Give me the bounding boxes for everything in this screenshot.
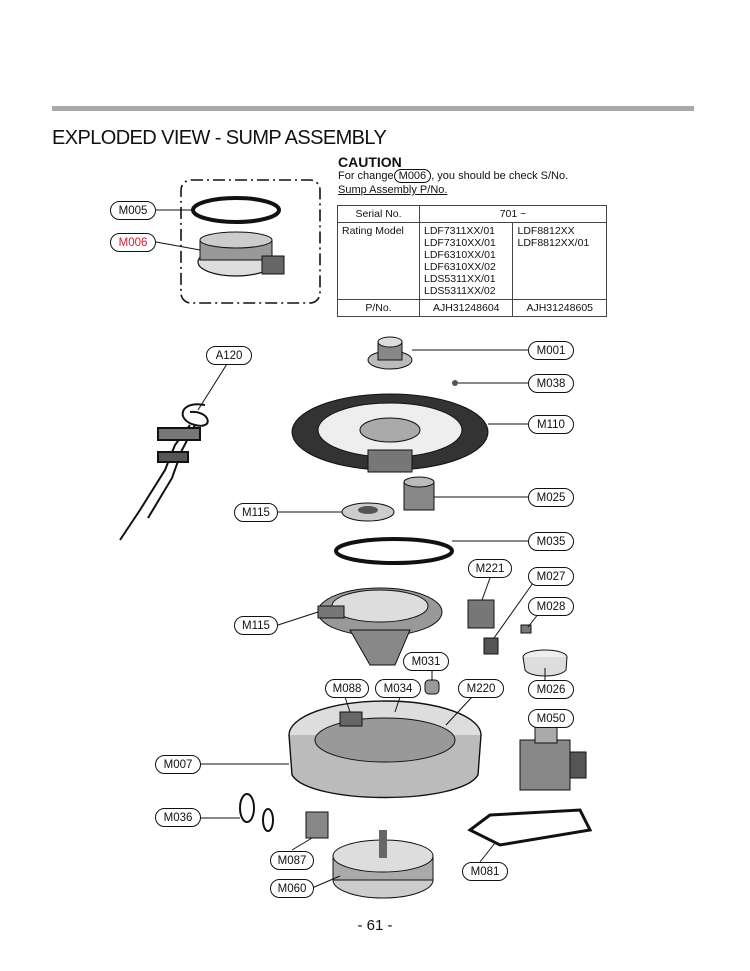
- callout-m087: M087: [270, 851, 314, 870]
- pno-a: AJH31248604: [418, 299, 514, 317]
- part-m081: [467, 808, 593, 847]
- part-m026: [522, 649, 568, 677]
- part-m050: [519, 724, 587, 791]
- part-m115-housing: [317, 587, 443, 666]
- leader-lines: [155, 209, 549, 889]
- rating-model-label: Rating Model: [337, 222, 420, 300]
- callout-m026: M026: [528, 680, 574, 699]
- part-m028: [520, 624, 532, 634]
- part-m025: [341, 476, 435, 522]
- callout-m221: M221: [468, 559, 512, 578]
- callout-m081: M081: [462, 862, 508, 881]
- caution-heading: CAUTION: [338, 154, 402, 170]
- page-title: EXPLODED VIEW - SUMP ASSEMBLY: [52, 127, 387, 149]
- part-m035: [334, 537, 454, 565]
- callout-m034: M034: [375, 679, 421, 698]
- inset-gasket: [191, 196, 281, 224]
- callout-m027: M027: [528, 567, 574, 586]
- callout-m031: M031: [403, 652, 449, 671]
- callout-m025: M025: [528, 488, 574, 507]
- callout-m115-upper: M115: [234, 503, 278, 522]
- callout-m035: M035: [528, 532, 574, 551]
- part-m027: [483, 637, 499, 655]
- serial-number-table: Serial No. 701 ~ Rating Model LDF7311XX/…: [337, 205, 607, 317]
- part-m221: [467, 599, 495, 629]
- pno-b: AJH31248605: [512, 299, 607, 317]
- callout-m060: M060: [270, 879, 314, 898]
- header-rule: [52, 106, 694, 111]
- part-m110: [291, 393, 489, 473]
- part-m001: [367, 336, 413, 370]
- callout-m050: M050: [528, 709, 574, 728]
- part-m038: [452, 380, 458, 386]
- callout-m038: M038: [528, 374, 574, 393]
- models-column-b: LDF8812XX LDF8812XX/01: [512, 222, 607, 300]
- part-m060: [332, 830, 434, 899]
- callout-m110: M110: [528, 415, 574, 434]
- models-column-a: LDF7311XX/01 LDF7310XX/01 LDF6310XX/01 L…: [418, 222, 514, 300]
- callout-m001: M001: [528, 341, 574, 360]
- caution-part-tag: M006: [393, 169, 432, 183]
- wire-harness-a120: [119, 403, 209, 541]
- part-m087: [305, 811, 329, 839]
- callout-m088: M088: [325, 679, 369, 698]
- callout-m028: M028: [528, 597, 574, 616]
- part-m031: [424, 679, 440, 695]
- callout-m036: M036: [155, 808, 201, 827]
- callout-m007: M007: [155, 755, 201, 774]
- callout-m115-lower: M115: [234, 616, 278, 635]
- caution-subheading: Sump Assembly P/No.: [338, 184, 448, 196]
- page-number: - 61 -: [357, 917, 393, 934]
- callout-m220: M220: [458, 679, 504, 698]
- pno-label: P/No.: [337, 299, 420, 317]
- callout-a120: A120: [206, 346, 252, 365]
- callout-m006: M006: [110, 233, 156, 252]
- part-m007-sump: [288, 700, 482, 799]
- part-m036: [239, 793, 274, 832]
- inset-sump: [197, 231, 285, 277]
- callout-m005: M005: [110, 201, 156, 220]
- inset-box: [180, 179, 321, 304]
